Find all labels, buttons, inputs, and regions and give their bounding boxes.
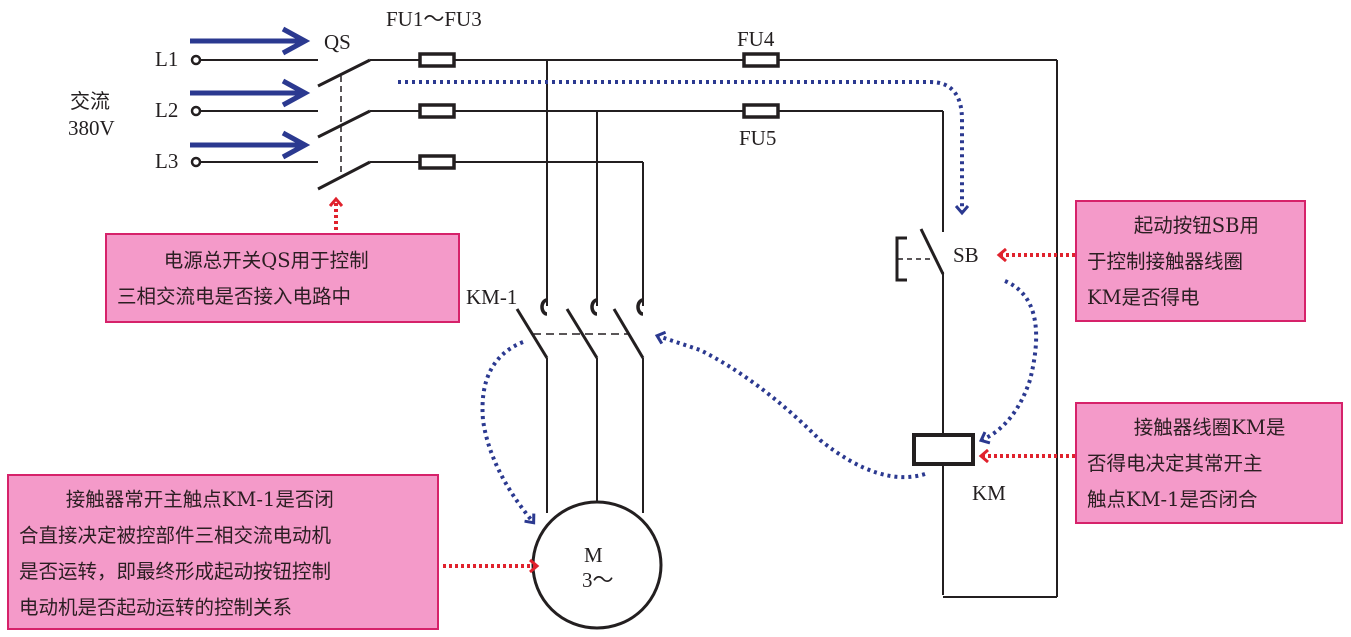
note-sb: 起动按钮SB用 于控制接触器线圈 KM是否得电 [1075,200,1306,322]
km-label: KM [972,481,1006,505]
note-km-line: 接触器线圈KM是 [1133,416,1286,439]
fuse-fu4 [742,52,780,68]
note-sb-line: 于控制接触器线圈 [1087,250,1244,273]
main-bus [370,59,1058,598]
phase-label-l3: L3 [155,149,179,173]
note-motor: 接触器常开主触点KM-1是否闭 合直接决定被控部件三相交流电动机 是否运转，即最… [7,474,439,630]
note-qs: 电源总开关QS用于控制 三相交流电是否接入电路中 [105,233,460,323]
incoming-wires [200,59,318,163]
fu5-label: FU5 [739,126,777,150]
flow-qs-to-sb [398,80,962,212]
qs-label: QS [324,30,351,54]
phase-label-l2: L2 [155,98,179,122]
flow-coil-to-km1 [658,336,926,480]
fuse-fu2 [418,103,456,119]
terminal-l2 [190,105,202,117]
km1-contacts [515,298,645,359]
note-motor-line: 接触器常开主触点KM-1是否闭 [65,488,334,511]
sb-button [895,228,945,282]
arrow-right-icon [190,78,311,108]
fu4-label: FU4 [737,27,775,51]
supply-voltage: 380V [68,116,115,140]
note-motor-line: 合直接决定被控部件三相交流电动机 [19,524,332,547]
motor-label: M [584,543,603,567]
terminal-l1 [190,54,202,66]
fuses [418,52,780,170]
note-qs-line: 电源总开关QS用于控制 [163,249,369,272]
note-km-line: 触点KM-1是否闭合 [1087,488,1258,511]
supply-flow-arrows [190,26,311,160]
flow-km1-to-motor [480,340,534,522]
note-motor-line: 是否运转，即最终形成起动按钮控制 [19,560,332,583]
note-sb-line: KM是否得电 [1087,286,1200,309]
terminal-l3 [190,156,202,168]
note-km: 接触器线圈KM是 否得电决定其常开主 触点KM-1是否闭合 [1075,402,1343,524]
control-flow-arrows [398,80,1039,522]
km-coil [912,433,975,466]
supply-label: 交流 [70,91,110,113]
fuse-fu5 [742,103,780,119]
fu1-fu3-label: FU1～FU3 [386,7,482,31]
note-sb-line: 起动按钮SB用 [1133,214,1259,237]
arrow-right-icon [190,130,311,160]
phase-label-l1: L1 [155,47,179,71]
sb-label: SB [953,243,979,267]
flow-sb-to-coil [982,279,1039,440]
arrow-right-icon [190,26,311,56]
fuse-fu1 [418,52,456,68]
motor-phase-label: 3～ [582,568,614,592]
note-qs-line: 三相交流电是否接入电路中 [117,285,352,308]
supply-terminals [190,54,202,168]
note-km-line: 否得电决定其常开主 [1087,452,1263,475]
km1-label: KM-1 [466,285,518,309]
note-pointers [336,200,1075,566]
fuse-fu3 [418,154,456,170]
qs-switch [317,58,371,191]
note-motor-line: 电动机是否起动运转的控制关系 [19,596,293,619]
